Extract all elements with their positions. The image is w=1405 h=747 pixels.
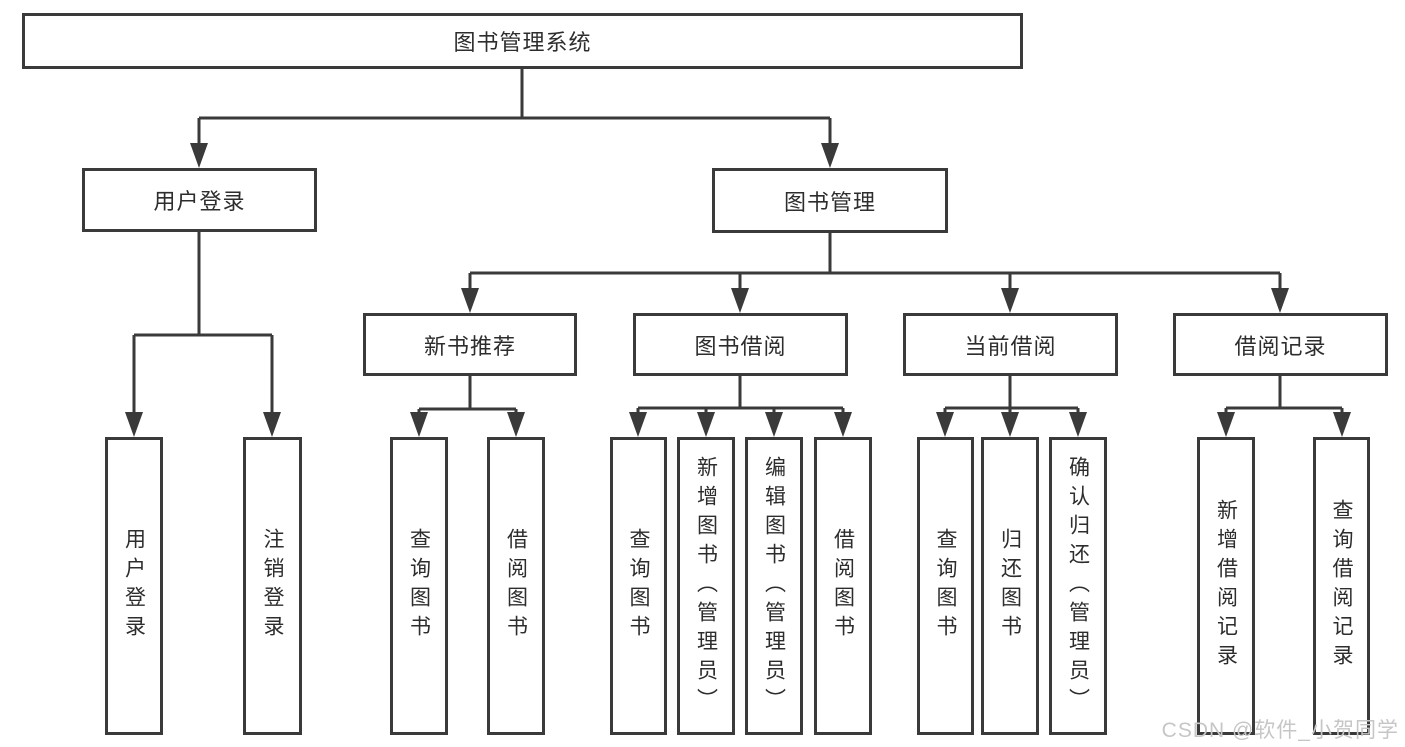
node-label: 新增图书（管理员）: [694, 455, 718, 717]
node-edit-books-admin: 编辑图书（管理员）: [745, 437, 803, 735]
node-borrowing-records: 借阅记录: [1173, 313, 1388, 376]
node-label: 图书管理系统: [453, 30, 592, 55]
node-label: 图书管理: [783, 189, 876, 215]
node-label: 借阅图书: [831, 528, 855, 644]
node-query-books-recommendation: 查询图书: [390, 437, 448, 735]
node-book-borrowing: 图书借阅: [633, 313, 848, 376]
node-confirm-return-admin: 确认归还（管理员）: [1049, 437, 1107, 735]
node-label: 用户登录: [122, 528, 146, 644]
node-user-login-leaf: 用户登录: [105, 437, 163, 735]
node-label: 归还图书: [998, 528, 1022, 644]
node-add-borrow-record: 新增借阅记录: [1197, 437, 1255, 735]
node-query-books-borrowing: 查询图书: [610, 437, 667, 735]
node-borrow-books-recommendation: 借阅图书: [487, 437, 545, 735]
node-label: 当前借阅: [964, 333, 1057, 359]
node-current-borrowing: 当前借阅: [903, 313, 1118, 376]
node-label: 查询借阅记录: [1330, 499, 1353, 673]
node-label: 图书借阅: [694, 333, 787, 359]
node-label: 注销登录: [261, 528, 284, 644]
node-label: 新书推荐: [423, 333, 516, 359]
node-query-books-current: 查询图书: [917, 437, 974, 735]
node-label: 借阅图书: [504, 528, 528, 644]
node-label: 查询图书: [934, 528, 957, 644]
node-label: 确认归还（管理员）: [1066, 455, 1090, 717]
node-book-management: 图书管理: [712, 168, 948, 233]
node-label: 查询图书: [627, 528, 650, 644]
node-user-login: 用户登录: [82, 168, 317, 232]
node-label: 借阅记录: [1234, 333, 1327, 359]
arrowheads: [125, 143, 1351, 437]
node-label: 新增借阅记录: [1214, 499, 1238, 673]
node-query-borrow-record: 查询借阅记录: [1313, 437, 1370, 735]
node-add-books-admin: 新增图书（管理员）: [677, 437, 735, 735]
node-new-book-recommendation: 新书推荐: [363, 313, 577, 376]
node-logout: 注销登录: [243, 437, 302, 735]
node-library-management-system: 图书管理系统: [22, 13, 1023, 69]
node-label: 用户登录: [153, 189, 246, 214]
csdn-watermark: CSDN @软件_小贺同学: [1161, 719, 1399, 742]
node-return-books: 归还图书: [981, 437, 1039, 735]
node-borrow-books: 借阅图书: [814, 437, 872, 735]
node-label: 查询图书: [407, 528, 431, 644]
node-label: 编辑图书（管理员）: [762, 455, 786, 717]
